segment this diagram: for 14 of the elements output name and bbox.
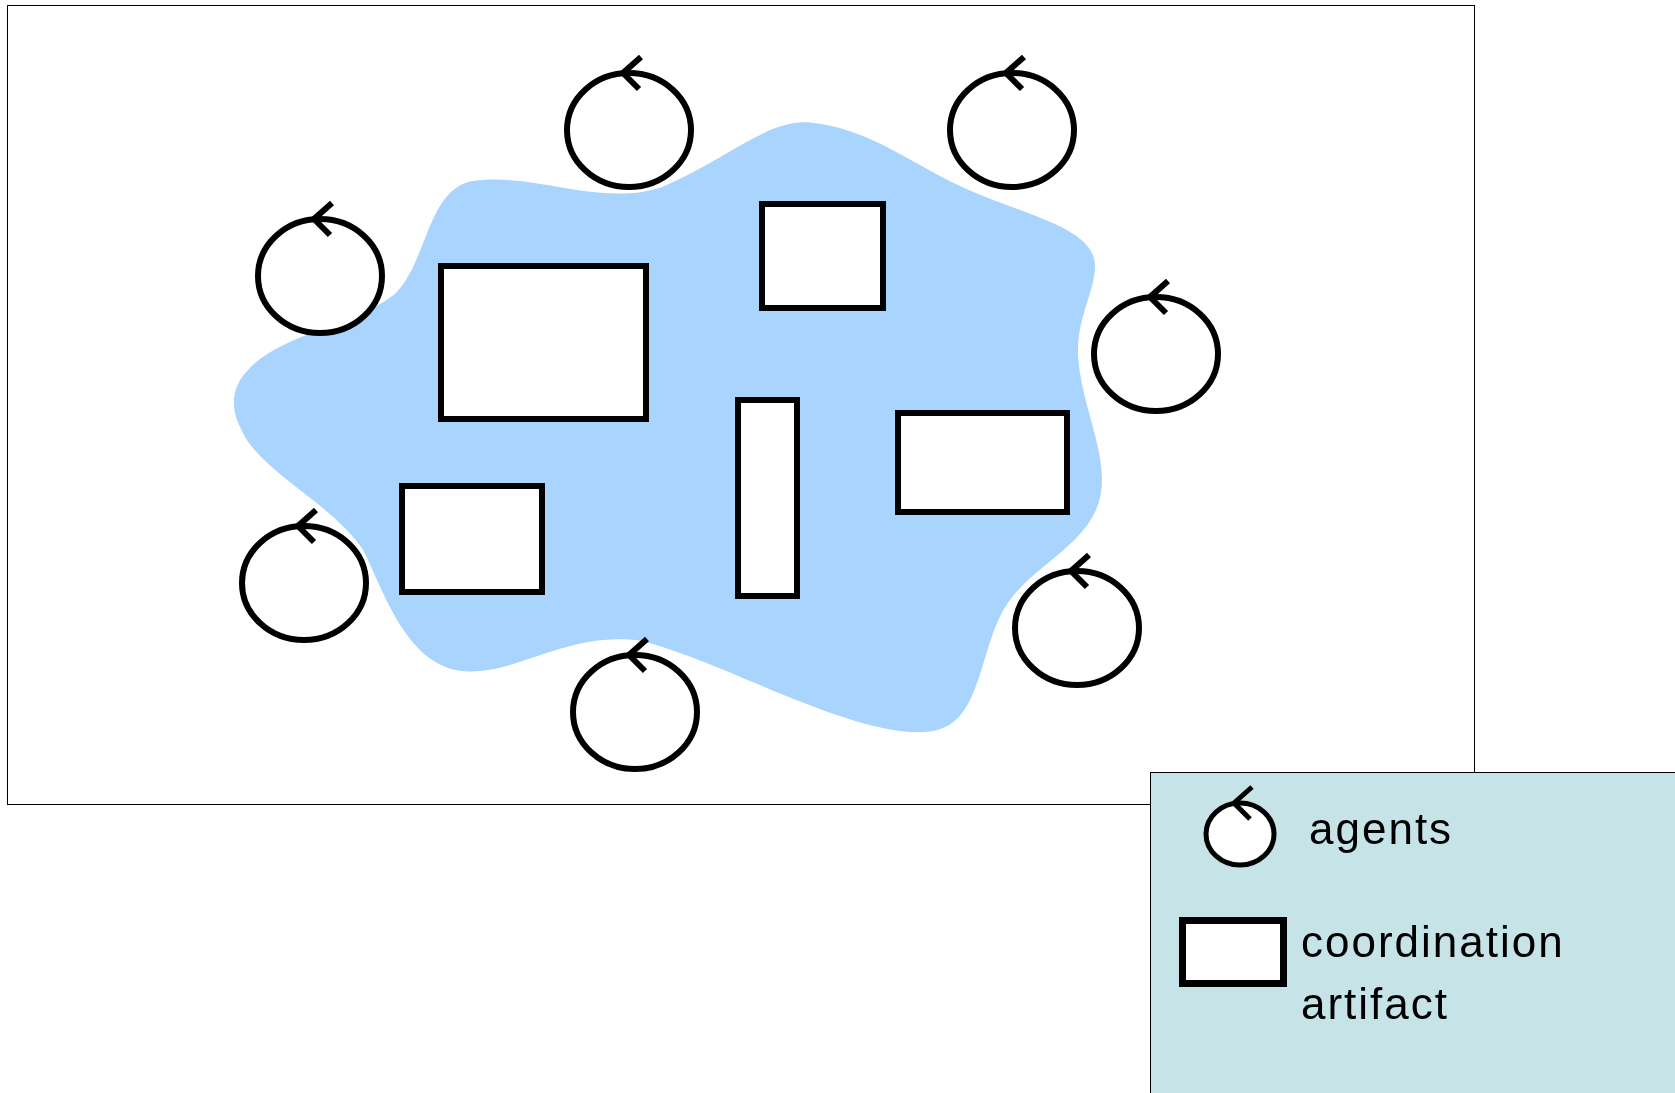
coordination-artifact-box <box>438 263 649 422</box>
agent-circle <box>944 53 1080 193</box>
agent-circle <box>561 53 697 193</box>
agent-circle <box>236 506 372 646</box>
coordination-artifact-box <box>399 483 545 595</box>
agent-circle <box>567 635 703 775</box>
agent-circle <box>1009 551 1145 691</box>
agent-circle <box>1088 277 1224 417</box>
legend-label: agents <box>1309 803 1455 855</box>
agent-circle <box>252 199 388 339</box>
coordination-artifact-box <box>895 410 1070 515</box>
coordination-artifact-box <box>759 201 886 311</box>
legend-label: coordination artifact <box>1301 916 1566 1030</box>
coordination-artifact-box <box>735 397 800 599</box>
